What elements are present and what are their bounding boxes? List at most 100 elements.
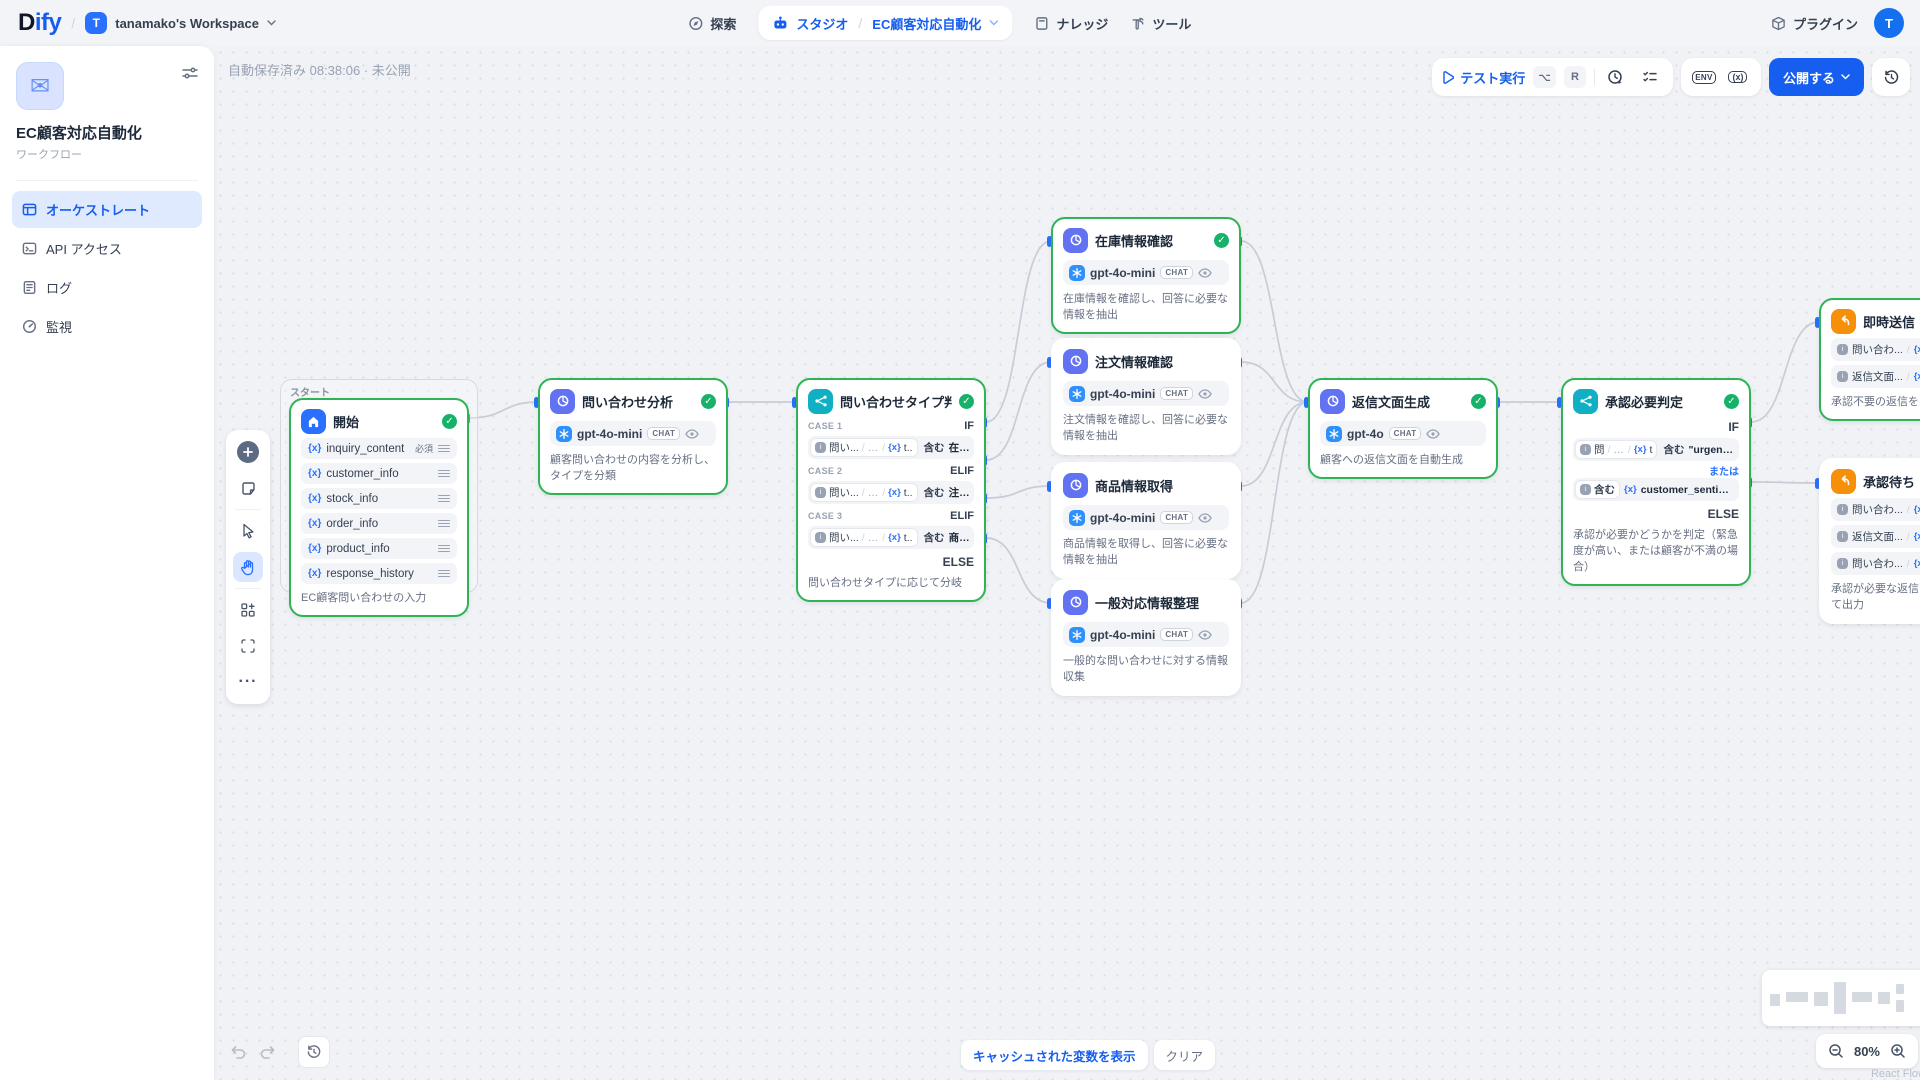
node-title: 注文情報確認 — [1095, 354, 1174, 370]
model-name: gpt-4o-mini — [577, 426, 643, 441]
model-selector[interactable]: gpt-4o-mini CHAT — [1063, 260, 1229, 285]
zoom-out-button[interactable] — [1828, 1043, 1844, 1059]
nav-studio-breadcrumb[interactable]: スタジオ / EC顧客対応自動化 — [758, 6, 1013, 40]
condition-row[interactable]: i含む {x}customer_sentiment": "... — [1573, 478, 1739, 501]
model-selector[interactable]: gpt-4o CHAT — [1320, 421, 1486, 446]
minimap[interactable] — [1762, 970, 1920, 1026]
env-variables-icon[interactable]: ENV — [1691, 64, 1717, 90]
model-selector[interactable]: gpt-4o-mini CHAT — [1063, 622, 1229, 647]
model-selector[interactable]: gpt-4o-mini CHAT — [1063, 505, 1229, 530]
start-var-row[interactable]: {x}stock_info — [301, 488, 457, 509]
condition-row[interactable]: i問い.../…/{x}t.. 含む注文確認 — [808, 481, 974, 504]
elif-keyword: ELIF — [950, 510, 974, 522]
sidebar-item-label: 監視 — [46, 320, 73, 335]
change-history-button[interactable] — [298, 1036, 330, 1068]
model-selector[interactable]: gpt-4o-mini CHAT — [550, 421, 716, 446]
nav-tools[interactable]: ツール — [1130, 14, 1191, 33]
hand-tool-button[interactable] — [233, 552, 263, 582]
node-description: 商品情報を取得し、回答に必要な情報を抽出 — [1063, 538, 1228, 566]
workspace-switcher[interactable]: T tanamako's Workspace — [85, 12, 276, 34]
organize-blocks-button[interactable] — [233, 595, 263, 625]
node-analyze[interactable]: 問い合わせ分析 ✓ gpt-4o-mini CHAT 顧客問い合わせの内容を分析… — [538, 378, 728, 495]
sidebar-item-api-access[interactable]: API アクセス — [12, 230, 202, 267]
app-icon[interactable]: ✉ — [16, 62, 64, 110]
orchestrate-icon — [22, 203, 37, 216]
sidebar-item-logs[interactable]: ログ — [12, 269, 202, 306]
shortcut-alt-key: ⌥ — [1533, 66, 1556, 88]
add-note-button[interactable] — [233, 473, 263, 503]
undo-button[interactable] — [230, 1045, 247, 1060]
checklist-icon[interactable] — [1637, 64, 1663, 90]
start-var-row[interactable]: {x}response_history — [301, 563, 457, 584]
nav-explore[interactable]: 探索 — [688, 14, 736, 33]
node-title: 返信文面生成 — [1352, 394, 1431, 410]
eye-icon — [1198, 512, 1212, 523]
node-stock[interactable]: 在庫情報確認 ✓ gpt-4o-mini CHAT 在庫情報を確認し、回答に必要… — [1051, 217, 1241, 334]
node-ref-icon: i — [815, 442, 826, 453]
node-title: 承認待ち — [1863, 474, 1916, 490]
node-title: 承認必要判定 — [1605, 394, 1684, 410]
openai-icon — [1326, 425, 1342, 442]
node-reply[interactable]: 返信文面生成 ✓ gpt-4o CHAT 顧客への返信文面を自動生成 — [1308, 378, 1498, 479]
run-history-icon[interactable] — [1603, 64, 1629, 90]
app-settings-icon[interactable] — [182, 66, 198, 80]
breadcrumb-separator: / — [858, 15, 863, 31]
sidebar-item-orchestrate[interactable]: オーケストレート — [12, 191, 202, 228]
answer-icon — [1831, 308, 1856, 334]
explore-icon — [689, 16, 703, 30]
show-cached-variables-button[interactable]: キャッシュされた変数を表示 — [961, 1040, 1148, 1070]
condition-row[interactable]: i問/…/{x}t 含む"urgency": "高" — [1573, 438, 1739, 461]
breadcrumb-app-name[interactable]: EC顧客対応自動化 — [872, 16, 982, 32]
redo-button[interactable] — [259, 1045, 276, 1060]
start-var-row[interactable]: {x}customer_info — [301, 463, 457, 484]
conversation-variables-icon[interactable]: (x) — [1725, 64, 1751, 90]
condition-row[interactable]: i問い.../…/{x}t.. 含む在庫確認 — [808, 436, 974, 459]
node-ref-icon: i — [1580, 444, 1591, 455]
more-tools-button[interactable]: ··· — [238, 673, 258, 690]
fit-view-button[interactable] — [233, 631, 263, 661]
start-var-row[interactable]: {x}product_info — [301, 538, 457, 559]
clear-button[interactable]: クリア — [1153, 1040, 1216, 1070]
start-var-row[interactable]: {x}order_info — [301, 513, 457, 534]
test-run-button[interactable]: テスト実行 — [1442, 68, 1525, 87]
zoom-in-button[interactable] — [1890, 1043, 1906, 1059]
robot-icon — [774, 16, 787, 29]
node-ref-icon: i — [1580, 484, 1591, 495]
node-ref-icon: i — [815, 487, 826, 498]
nav-plugins[interactable]: プラグイン — [1771, 14, 1858, 33]
node-classify[interactable]: 問い合わせタイプ判定 ✓ CASE 1IF i問い.../…/{x}t.. 含む… — [796, 378, 986, 602]
zoom-level[interactable]: 80% — [1853, 1043, 1880, 1059]
node-product[interactable]: 商品情報取得 gpt-4o-mini CHAT 商品情報を取得し、回答に必要な情… — [1051, 462, 1241, 579]
node-general[interactable]: 一般対応情報整理 gpt-4o-mini CHAT 一般的な問い合わせに対する情… — [1051, 579, 1241, 696]
workflow-canvas[interactable]: 自動保存済み 08:38:06 · 未公開 テスト実行 ⌥ R ENV (x) … — [214, 46, 1920, 1080]
node-ref-icon: i — [1837, 558, 1848, 569]
shortcut-r-key: R — [1563, 66, 1586, 88]
llm-icon — [550, 388, 575, 414]
nav-knowledge[interactable]: ナレッジ — [1034, 14, 1108, 33]
chevron-down-icon[interactable] — [989, 20, 999, 26]
sidebar-item-monitoring[interactable]: 監視 — [12, 308, 202, 345]
version-history-button[interactable] — [1872, 58, 1910, 96]
user-avatar[interactable]: T — [1874, 8, 1904, 38]
node-order[interactable]: 注文情報確認 gpt-4o-mini CHAT 注文情報を確認し、回答に必要な情… — [1051, 338, 1241, 455]
llm-icon — [1063, 348, 1088, 374]
dify-logo[interactable]: Dify — [18, 9, 62, 36]
eye-icon — [1198, 388, 1212, 399]
tab-studio[interactable]: スタジオ — [796, 16, 849, 32]
model-selector[interactable]: gpt-4o-mini CHAT — [1063, 381, 1229, 406]
variables-toolbar: ENV (x) — [1680, 58, 1761, 96]
node-approval[interactable]: 承認必要判定 ✓ IF i問/…/{x}t 含む"urgency": "高" ま… — [1561, 378, 1751, 586]
pointer-tool-button[interactable] — [233, 516, 263, 546]
condition-row[interactable]: i問い.../…/{x}t.. 含む商品質問 — [808, 526, 974, 549]
publish-button[interactable]: 公開する — [1768, 58, 1864, 96]
add-node-button[interactable] — [233, 437, 263, 467]
